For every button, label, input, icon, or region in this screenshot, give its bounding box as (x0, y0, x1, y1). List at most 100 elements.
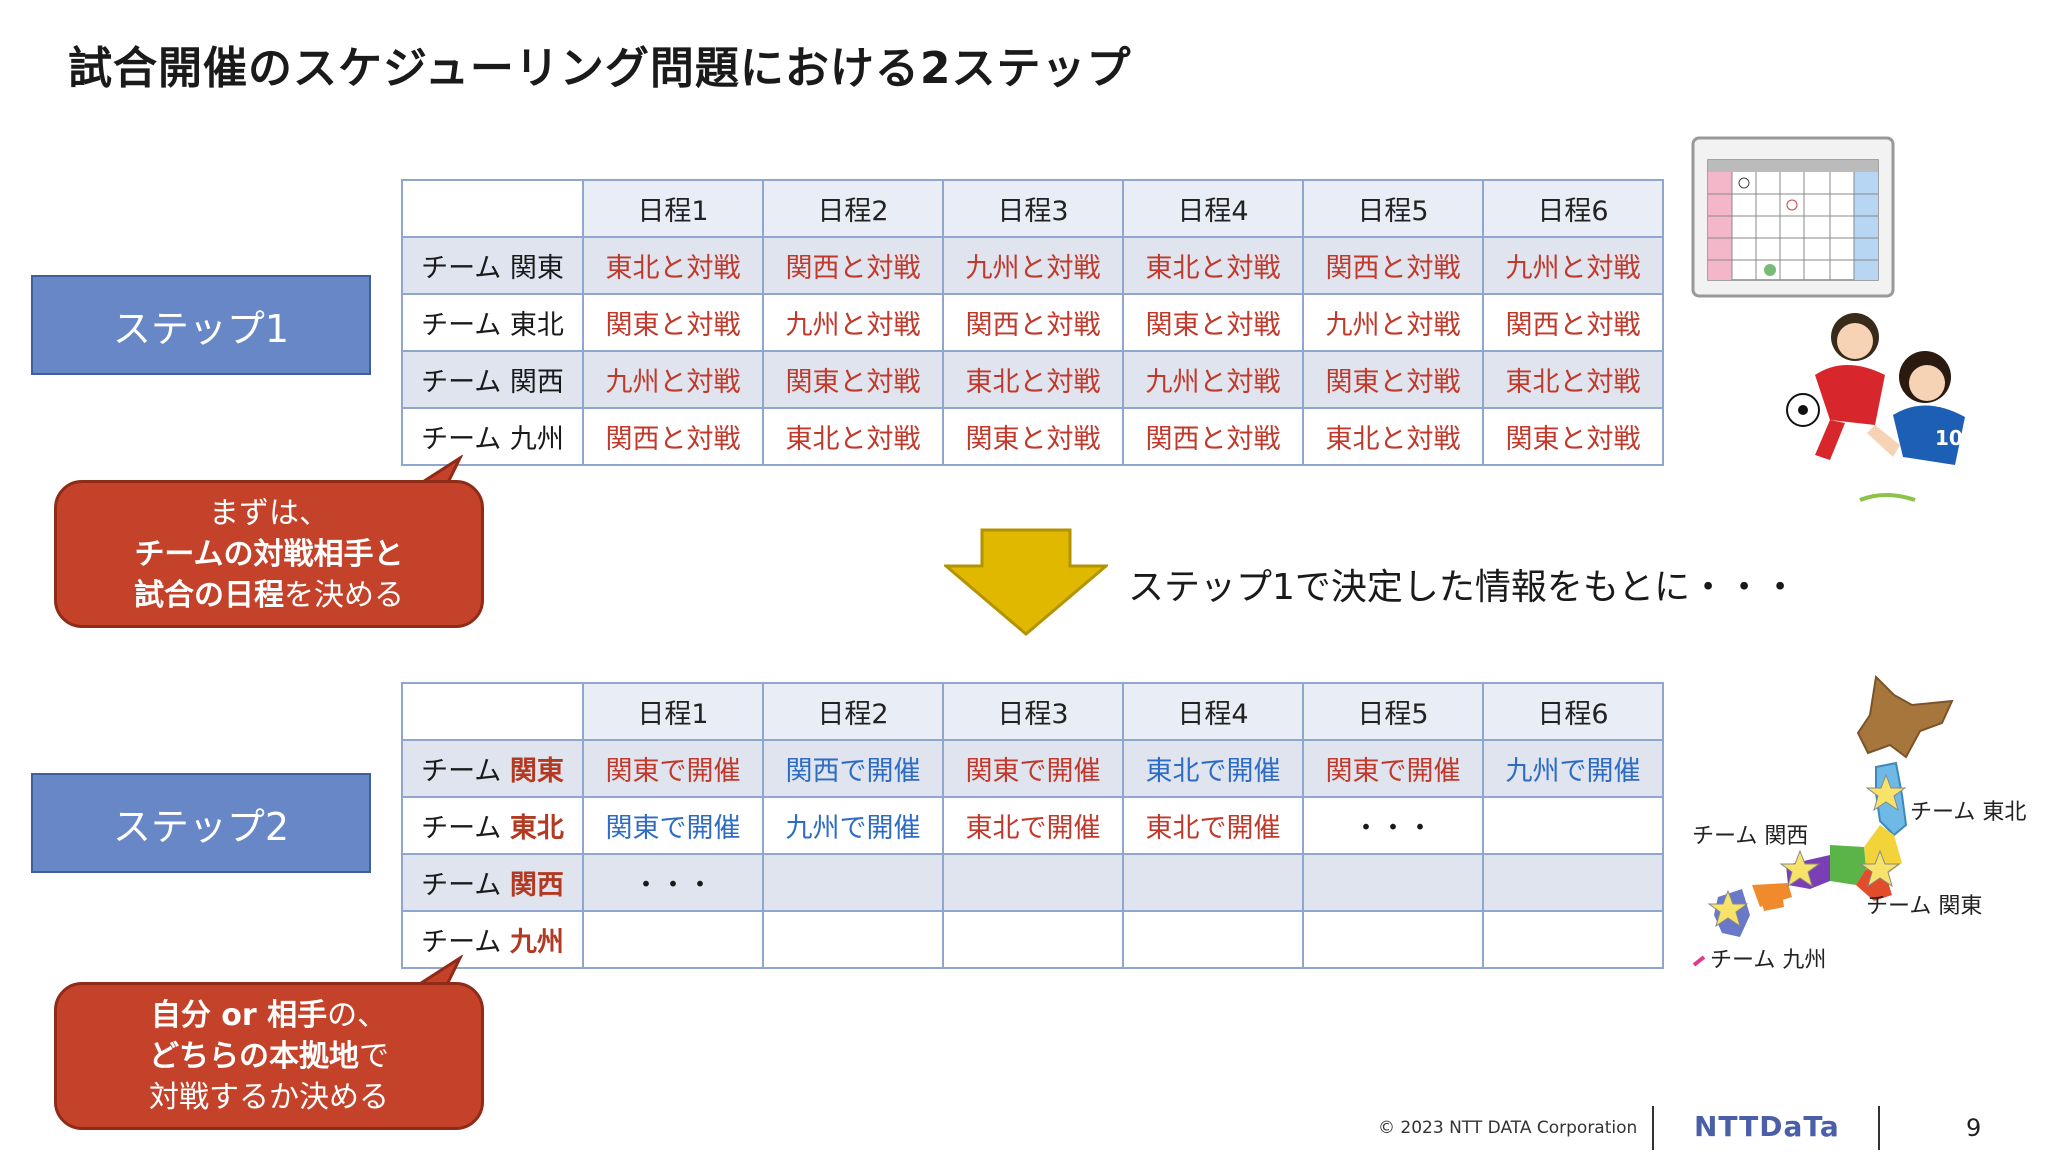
table-cell (942, 853, 1124, 912)
team-name: 東北 (509, 813, 564, 844)
step1-box: ステップ1 (31, 275, 371, 375)
column-header: 日程6 (1482, 179, 1664, 238)
table-cell: 東北で開催 (1122, 796, 1304, 855)
callout-line: 対戦するか決める (149, 1079, 389, 1115)
table-cell: 関西と対戦 (762, 236, 944, 295)
page-title: 試合開催のスケジューリング問題における2ステップ (68, 43, 1132, 94)
corner-cell (401, 179, 584, 238)
team-prefix: チーム (421, 927, 510, 958)
table-cell: 関東と対戦 (942, 407, 1124, 466)
table-cell: 東北と対戦 (1122, 236, 1304, 295)
table-cell: 東北と対戦 (942, 350, 1124, 409)
team-name: 関東 (509, 756, 564, 787)
table-cell: 東北と対戦 (1482, 350, 1664, 409)
svg-text:10: 10 (1935, 426, 1963, 450)
callout-line: 自分 or 相手の、 (57, 995, 481, 1036)
callout-text: で (359, 1038, 389, 1074)
table-cell (762, 910, 944, 969)
table-cell (1302, 910, 1484, 969)
column-header: 日程2 (762, 682, 944, 741)
table-cell (1482, 910, 1664, 969)
callout-bold-text: どちらの本拠地 (149, 1038, 359, 1074)
team-label: チーム 関東 (401, 236, 584, 295)
table-row: チーム 九州 関西と対戦 東北と対戦 関東と対戦 関西と対戦 東北と対戦 関東と… (401, 407, 1664, 466)
table-cell: 関東で開催 (582, 796, 764, 855)
table-cell: 九州と対戦 (762, 293, 944, 352)
column-header: 日程2 (762, 179, 944, 238)
team-name: 九州 (509, 927, 564, 958)
column-header: 日程3 (942, 179, 1124, 238)
team-prefix: チーム (421, 870, 510, 901)
table-row: チーム 関西 ・・・ (401, 853, 1664, 912)
callout-line: 試合の日程を決める (57, 575, 481, 616)
calendar-illustration (1691, 136, 1895, 298)
table-cell: 関西で開催 (762, 739, 944, 798)
footer-divider (1652, 1106, 1654, 1150)
table-row: チーム 東北 関東と対戦 九州と対戦 関西と対戦 関東と対戦 九州と対戦 関西と… (401, 293, 1664, 352)
column-header: 日程5 (1302, 682, 1484, 741)
copyright-text: © 2023 NTT DATA Corporation (1378, 1118, 1638, 1138)
table-cell: 東北で開催 (1122, 739, 1304, 798)
table-cell: 九州で開催 (762, 796, 944, 855)
table-cell (582, 910, 764, 969)
callout-bold-text: 試合の日程 (134, 577, 284, 613)
map-label-tohoku: チーム 東北 (1910, 800, 2027, 825)
table-cell (1482, 853, 1664, 912)
column-header: 日程4 (1122, 682, 1304, 741)
table-cell: 九州と対戦 (1302, 293, 1484, 352)
table-cell (1302, 853, 1484, 912)
soccer-players-illustration: 10 (1786, 313, 1980, 502)
footer-divider (1878, 1106, 1880, 1150)
table-cell: 関東で開催 (582, 739, 764, 798)
team-label: チーム 関西 (401, 853, 584, 912)
callout-text: の、 (327, 997, 388, 1033)
table-cell: 九州と対戦 (582, 350, 764, 409)
corner-cell (401, 682, 584, 741)
table-row: チーム 東北 関東で開催 九州で開催 東北で開催 東北で開催 ・・・ (401, 796, 1664, 855)
table-cell: 関東で開催 (942, 739, 1124, 798)
column-header: 日程5 (1302, 179, 1484, 238)
column-header: 日程3 (942, 682, 1124, 741)
map-label-kyushu: チーム 九州 (1710, 948, 1827, 973)
table-cell: 九州と対戦 (942, 236, 1124, 295)
table-cell: 関東と対戦 (1482, 407, 1664, 466)
column-header: 日程1 (582, 179, 764, 238)
table-cell (762, 853, 944, 912)
table-cell: 関東で開催 (1302, 739, 1484, 798)
step2-table: 日程1 日程2 日程3 日程4 日程5 日程6 チーム 関東 関東で開催 関西で… (401, 682, 1664, 969)
table-row: チーム 九州 (401, 910, 1664, 969)
table-cell: 関東と対戦 (1302, 350, 1484, 409)
table-cell: ・・・ (582, 853, 764, 912)
team-prefix: チーム (421, 756, 510, 787)
company-logo: NTTDaTa (1694, 1110, 1840, 1143)
callout-line: どちらの本拠地で (57, 1036, 481, 1077)
table-cell: 関西と対戦 (582, 407, 764, 466)
table-cell: 関西と対戦 (942, 293, 1124, 352)
table-cell: 関西と対戦 (1122, 407, 1304, 466)
table-cell: 関西と対戦 (1302, 236, 1484, 295)
page-number: 9 (1966, 1114, 1982, 1142)
table-cell: 九州で開催 (1482, 739, 1664, 798)
team-label: チーム 九州 (401, 910, 584, 969)
table-cell (1122, 910, 1304, 969)
team-name: 関西 (509, 870, 564, 901)
table-cell: 東北と対戦 (582, 236, 764, 295)
step2-box: ステップ2 (31, 773, 371, 873)
table-cell: 関東と対戦 (1122, 293, 1304, 352)
callout-line: まずは、 (209, 495, 329, 531)
callout-bold-text: チームの対戦相手と (134, 536, 404, 572)
callout-text: を決める (284, 577, 404, 613)
step2-callout: 自分 or 相手の、 どちらの本拠地で 対戦するか決める (54, 982, 484, 1130)
column-header: 日程6 (1482, 682, 1664, 741)
table-row: チーム 関東 東北と対戦 関西と対戦 九州と対戦 東北と対戦 関西と対戦 九州と… (401, 236, 1664, 295)
map-label-kanto: チーム 関東 (1866, 894, 1983, 919)
column-header: 日程4 (1122, 179, 1304, 238)
table-row: チーム 関西 九州と対戦 関東と対戦 東北と対戦 九州と対戦 関東と対戦 東北と… (401, 350, 1664, 409)
callout-bold-text: 自分 or 相手 (150, 997, 328, 1033)
table-cell: 関西と対戦 (1482, 293, 1664, 352)
team-label: チーム 関西 (401, 350, 584, 409)
table-cell (942, 910, 1124, 969)
table-cell (1482, 796, 1664, 855)
map-label-kansai: チーム 関西 (1692, 824, 1809, 849)
table-cell: 九州と対戦 (1482, 236, 1664, 295)
